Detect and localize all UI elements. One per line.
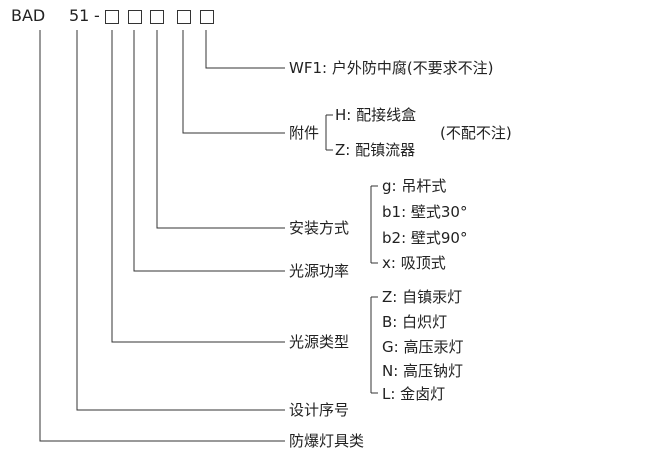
mounting-option-b2: b2: 壁式90° bbox=[382, 229, 468, 247]
label-category: 防爆灯具类 bbox=[289, 432, 365, 450]
code-slot-2 bbox=[128, 10, 142, 24]
label-mounting: 安装方式 bbox=[289, 219, 350, 237]
accessory-option-z: Z: 配镇流器 bbox=[335, 141, 416, 159]
source-type-option-g: G: 高压汞灯 bbox=[382, 338, 464, 356]
mounting-option-b1: b1: 壁式30° bbox=[382, 203, 468, 221]
line-mounting bbox=[156, 30, 285, 229]
mounting-option-g: g: 吊杆式 bbox=[382, 177, 447, 195]
label-accessory: 附件 bbox=[289, 124, 320, 142]
mounting-option-x: x: 吸顶式 bbox=[382, 254, 446, 272]
label-anticorrosion: WF1: 户外防中腐(不要求不注) bbox=[289, 59, 494, 77]
code-slot-1 bbox=[105, 10, 119, 24]
source-type-option-z: Z: 自镇汞灯 bbox=[382, 288, 463, 306]
line-accessory bbox=[182, 30, 285, 134]
line-source-power bbox=[133, 30, 285, 272]
code-dash: - bbox=[94, 6, 100, 25]
code-slot-4 bbox=[177, 10, 191, 24]
line-anticorrosion bbox=[205, 30, 285, 69]
code-number: 51 bbox=[69, 6, 90, 25]
line-design-no bbox=[76, 30, 285, 411]
source-type-option-n: N: 高压钠灯 bbox=[382, 362, 464, 380]
line-source-type bbox=[111, 30, 285, 343]
accessory-option-h: H: 配接线盒 bbox=[335, 106, 417, 124]
label-design-no: 设计序号 bbox=[289, 401, 350, 419]
source-type-option-l: L: 金卤灯 bbox=[382, 385, 446, 403]
source-type-option-b: B: 白炽灯 bbox=[382, 313, 448, 331]
label-source-type: 光源类型 bbox=[289, 333, 350, 351]
code-slot-3 bbox=[150, 10, 164, 24]
accessory-note: (不配不注) bbox=[440, 124, 512, 142]
code-slot-5 bbox=[200, 10, 214, 24]
code-prefix: BAD bbox=[11, 6, 46, 25]
label-source-power: 光源功率 bbox=[289, 262, 350, 280]
line-category bbox=[39, 30, 285, 442]
